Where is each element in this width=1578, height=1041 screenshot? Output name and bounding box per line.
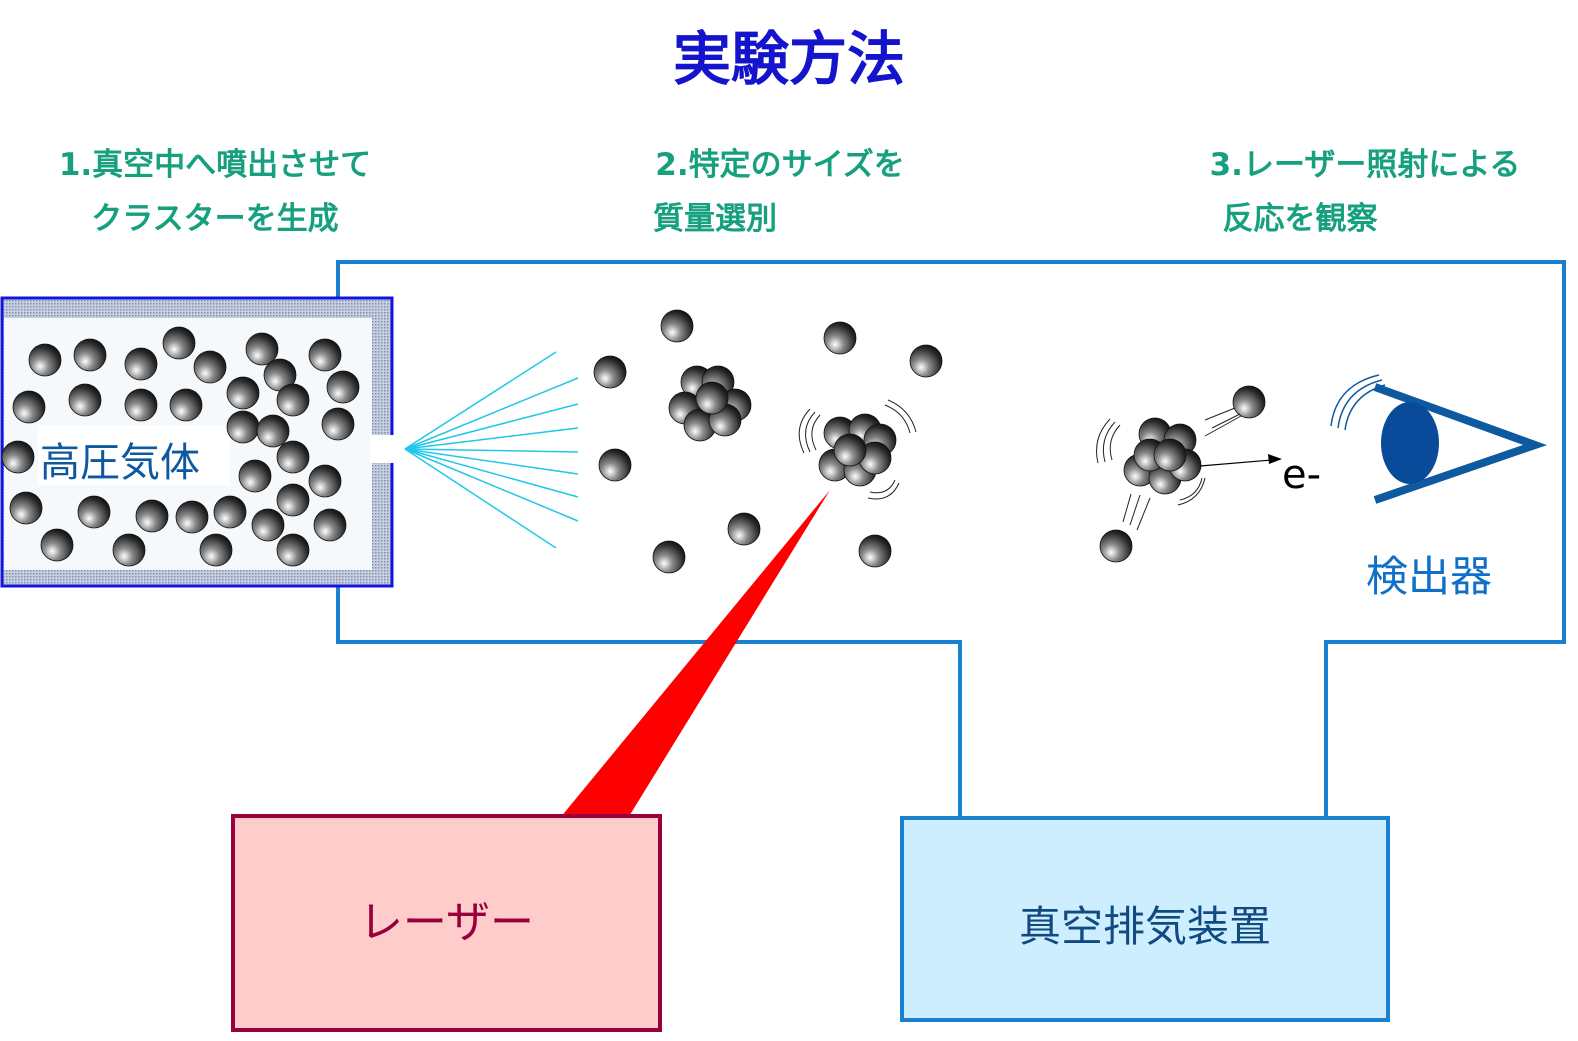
atom bbox=[245, 332, 279, 366]
atom bbox=[308, 464, 342, 498]
atom bbox=[162, 326, 196, 360]
detector-label: 検出器 bbox=[1366, 552, 1493, 601]
laser-box bbox=[231, 814, 662, 1032]
jet-line bbox=[404, 448, 579, 522]
jet-line bbox=[404, 377, 579, 450]
atom bbox=[823, 321, 857, 355]
atom bbox=[909, 344, 943, 378]
atom bbox=[238, 459, 272, 493]
atom bbox=[1153, 438, 1187, 472]
atoms bbox=[1, 309, 1266, 574]
jet-line bbox=[404, 351, 557, 450]
jet-line bbox=[404, 448, 579, 453]
atom bbox=[1, 440, 35, 474]
jet-line bbox=[404, 448, 557, 549]
electron-arrow bbox=[1199, 454, 1282, 467]
atom bbox=[124, 388, 158, 422]
jet-line bbox=[404, 427, 579, 450]
vacuum-pump-box bbox=[900, 816, 1390, 1022]
atom bbox=[226, 410, 260, 444]
atom bbox=[321, 407, 355, 441]
step-1-line1: 1.真空中へ噴出させて bbox=[58, 147, 372, 183]
jet-line bbox=[404, 403, 579, 450]
step-1-line2: クラスターを生成 bbox=[91, 201, 339, 237]
laser-label: レーザー bbox=[358, 897, 535, 948]
atom bbox=[1099, 529, 1133, 563]
laser-beam bbox=[560, 490, 830, 818]
atom bbox=[276, 440, 310, 474]
atom bbox=[276, 483, 310, 517]
vacuum-chamber-outline bbox=[336, 260, 1566, 818]
atom bbox=[112, 533, 146, 567]
atom bbox=[308, 338, 342, 372]
atom bbox=[833, 433, 867, 467]
atom bbox=[727, 512, 761, 546]
electron-label: e- bbox=[1282, 452, 1322, 498]
atom bbox=[9, 491, 43, 525]
atom bbox=[598, 448, 632, 482]
vacuum-pump-label: 真空排気装置 bbox=[1018, 902, 1271, 951]
atom bbox=[199, 533, 233, 567]
atom bbox=[652, 540, 686, 574]
jet-line bbox=[404, 448, 579, 498]
atom bbox=[660, 309, 694, 343]
atom bbox=[175, 500, 209, 534]
atom bbox=[12, 390, 46, 424]
atom bbox=[77, 495, 111, 529]
step-1: 1.真空中へ噴出させて クラスターを生成 bbox=[25, 138, 405, 246]
atom bbox=[313, 508, 347, 542]
step-2-line1: 2.特定のサイズを bbox=[655, 147, 905, 183]
step-2-line2: 質量選別 bbox=[653, 201, 777, 237]
atom bbox=[1232, 385, 1266, 419]
jet-line bbox=[404, 448, 579, 475]
eye-icon bbox=[1330, 374, 1548, 504]
atom bbox=[169, 388, 203, 422]
atom bbox=[73, 338, 107, 372]
atom bbox=[695, 381, 729, 415]
atom bbox=[256, 414, 290, 448]
atom bbox=[276, 383, 310, 417]
atom bbox=[135, 499, 169, 533]
atom bbox=[193, 350, 227, 384]
step-3: 3.レーザー照射による 反応を観察 bbox=[1170, 138, 1560, 246]
atom bbox=[213, 495, 247, 529]
atom bbox=[28, 343, 62, 377]
atom bbox=[40, 528, 74, 562]
step-2: 2.特定のサイズを 質量選別 bbox=[600, 138, 960, 246]
atom bbox=[326, 370, 360, 404]
atom bbox=[226, 376, 260, 410]
vibration-marks bbox=[798, 399, 1242, 531]
atom bbox=[124, 347, 158, 381]
atom bbox=[276, 533, 310, 567]
step-3-line2: 反応を観察 bbox=[1222, 201, 1378, 237]
step-3-line1: 3.レーザー照射による bbox=[1209, 147, 1521, 183]
gas-jet-lines bbox=[404, 351, 579, 549]
atom bbox=[251, 508, 285, 542]
atom bbox=[68, 383, 102, 417]
atom bbox=[858, 534, 892, 568]
atom bbox=[593, 355, 627, 389]
gas-label: 高圧気体 bbox=[40, 440, 200, 486]
page-title: 実験方法 bbox=[672, 25, 905, 93]
